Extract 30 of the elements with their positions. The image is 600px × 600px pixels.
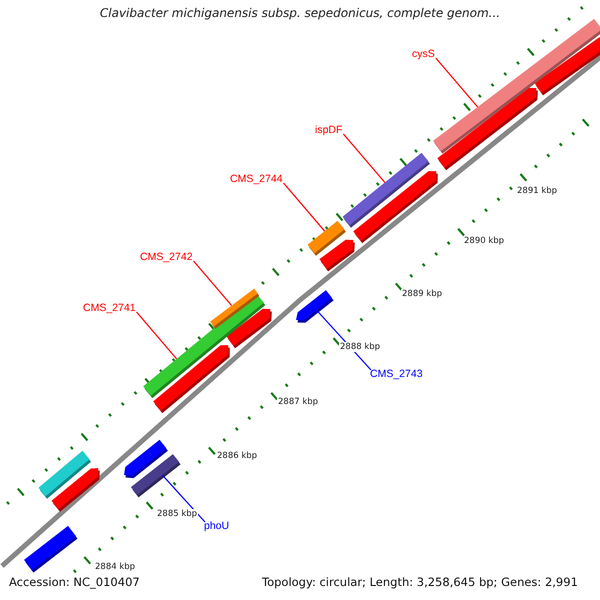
scale-label: 2890 kbp: [463, 236, 506, 246]
leader-line: [162, 474, 206, 522]
scale-label: 2888 kbp: [339, 342, 382, 352]
scale-label: 2887 kbp: [277, 397, 320, 407]
scale-label: 2884 kbp: [94, 562, 136, 572]
gene-bar: [433, 18, 600, 154]
gene-bar: [308, 220, 346, 256]
gene-label: ispDF: [315, 124, 342, 136]
scale-label: 2885 kbp: [156, 509, 198, 519]
gene-label: CMS_2744: [230, 173, 283, 185]
gene-label: cysS: [412, 48, 435, 60]
gene-label: CMS_2743: [370, 368, 423, 380]
gene-bar: [210, 288, 260, 329]
gene-label: CMS_2741: [83, 302, 136, 314]
leader-line: [136, 312, 178, 360]
scale-label: 2891 kbp: [516, 186, 558, 196]
footer-text: Topology: circular; Length: 3,258,645 bp; Genes: 2,991: [262, 575, 578, 589]
gene-label: phoU: [204, 520, 230, 532]
gene-bar: [296, 290, 334, 323]
gene-label: CMS_2742: [140, 251, 193, 263]
gene-bar: [130, 454, 181, 498]
leader-line: [193, 260, 232, 306]
scale-label: 2886 kbp: [216, 451, 258, 461]
scale-label: 2889 kbp: [401, 289, 444, 299]
leader-line: [342, 134, 386, 183]
leader-line: [283, 182, 326, 232]
footer-text: Accession: NC_010407: [9, 575, 140, 589]
chart-title: Clavibacter michiganensis subsp. sepedonicus, complete genom...: [98, 6, 502, 21]
gene-bar: [342, 152, 430, 228]
leader-line: [435, 58, 478, 108]
